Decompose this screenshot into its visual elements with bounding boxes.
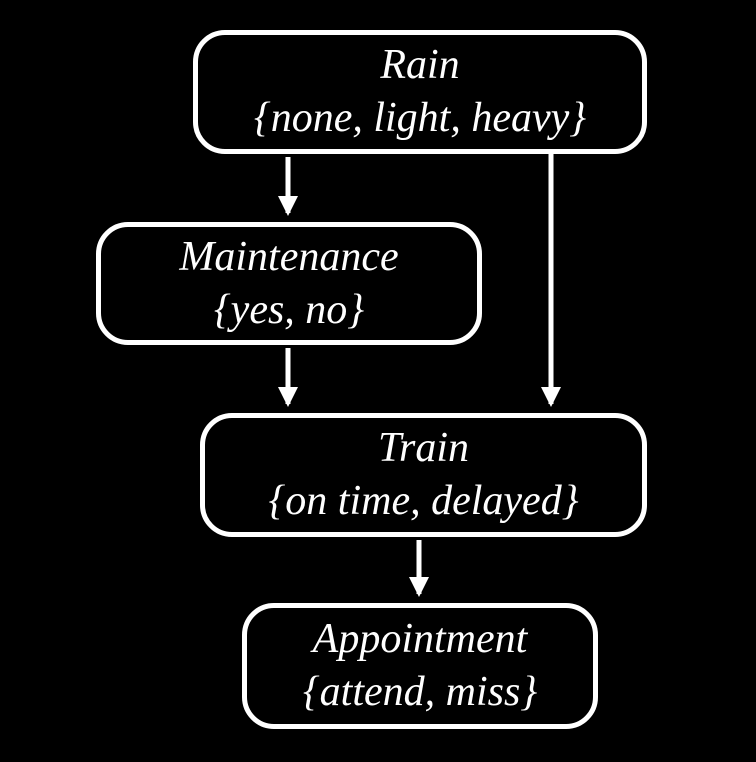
node-train-label: Train [377,425,470,471]
node-appointment-values: {attend, miss} [302,669,538,715]
node-rain: Rain {none, light, heavy} [193,30,647,154]
node-rain-values: {none, light, heavy} [253,95,587,141]
node-maintenance: Maintenance {yes, no} [96,222,482,345]
node-appointment: Appointment {attend, miss} [242,603,598,729]
node-maintenance-label: Maintenance [179,233,399,280]
node-train: Train {on time, delayed} [200,413,647,537]
node-rain-label: Rain [380,42,460,88]
node-maintenance-values: {yes, no} [213,286,365,333]
node-appointment-label: Appointment [312,616,528,662]
node-train-values: {on time, delayed} [268,478,579,524]
